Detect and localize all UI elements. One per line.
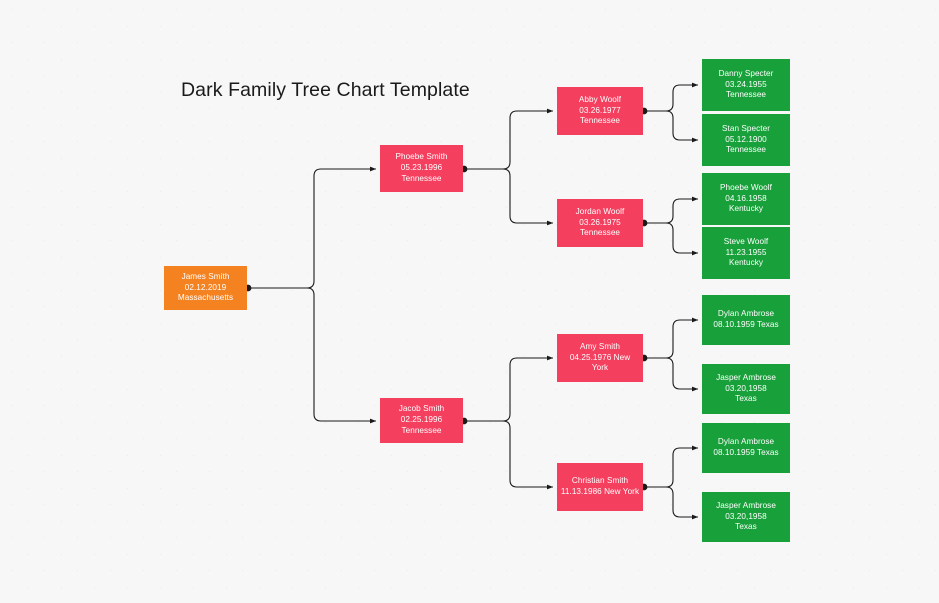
node-line: Christian Smith (571, 476, 629, 486)
page-title: Dark Family Tree Chart Template (181, 79, 470, 101)
node-line: 03.26.1977 (579, 105, 621, 115)
node-line: 03.26.1975 (579, 217, 621, 227)
node-line: Abby Woolf (578, 94, 622, 104)
node-line: Jacob Smith (398, 404, 445, 414)
node-line: 08.10.1959 Texas (713, 320, 779, 329)
node-line: Phoebe Woolf (720, 182, 772, 192)
node-line: Dylan Ambrose (717, 437, 775, 447)
node-line: Jasper Ambrose (716, 372, 776, 382)
node-line: Texas (735, 394, 757, 404)
node-line: Jordan Woolf (575, 206, 625, 216)
node-line: 08.10.1959 Texas (713, 448, 779, 457)
node-line: James Smith (181, 271, 230, 281)
node-line: Dylan Ambrose (717, 309, 775, 319)
node-line: 02.25.1996 (400, 415, 443, 425)
node-line: 03.20,1958 (725, 511, 767, 521)
node-line: Massachusetts (177, 293, 234, 303)
node-line: Steve Woolf (723, 236, 769, 246)
node-line: 02.12.2019 (184, 282, 227, 292)
node-line: 03.20,1958 (725, 383, 767, 393)
node-line: 05.12.1900 (725, 134, 767, 144)
node-line: Stan Specter (722, 123, 770, 133)
node-line: 04.25.1976 New (569, 352, 631, 362)
node-line: Phoebe Smith (395, 152, 448, 162)
node-line: 03.24.1955 (725, 79, 767, 89)
node-line: Tennessee (579, 116, 621, 126)
node-line: 05.23.1996 (400, 163, 443, 173)
node-line: 11.23.1955 (725, 247, 767, 257)
node-line: 11.13.1986 New York (560, 487, 640, 496)
node-line: Tennessee (401, 173, 442, 183)
node-line: Kentucky (728, 258, 764, 268)
node-line: Tennessee (725, 145, 767, 155)
node-line: 04.16.1958 (725, 193, 767, 203)
node-line: Kentucky (728, 204, 764, 214)
node-line: Amy Smith (579, 341, 621, 351)
node-line: Tennessee (725, 90, 767, 100)
node-line: Danny Specter (718, 68, 774, 78)
node-line: Tennessee (401, 425, 442, 435)
node-line: Texas (735, 522, 757, 532)
node-line: Jasper Ambrose (716, 500, 776, 510)
node-line: York (591, 363, 609, 373)
node-line: Tennessee (579, 228, 621, 238)
